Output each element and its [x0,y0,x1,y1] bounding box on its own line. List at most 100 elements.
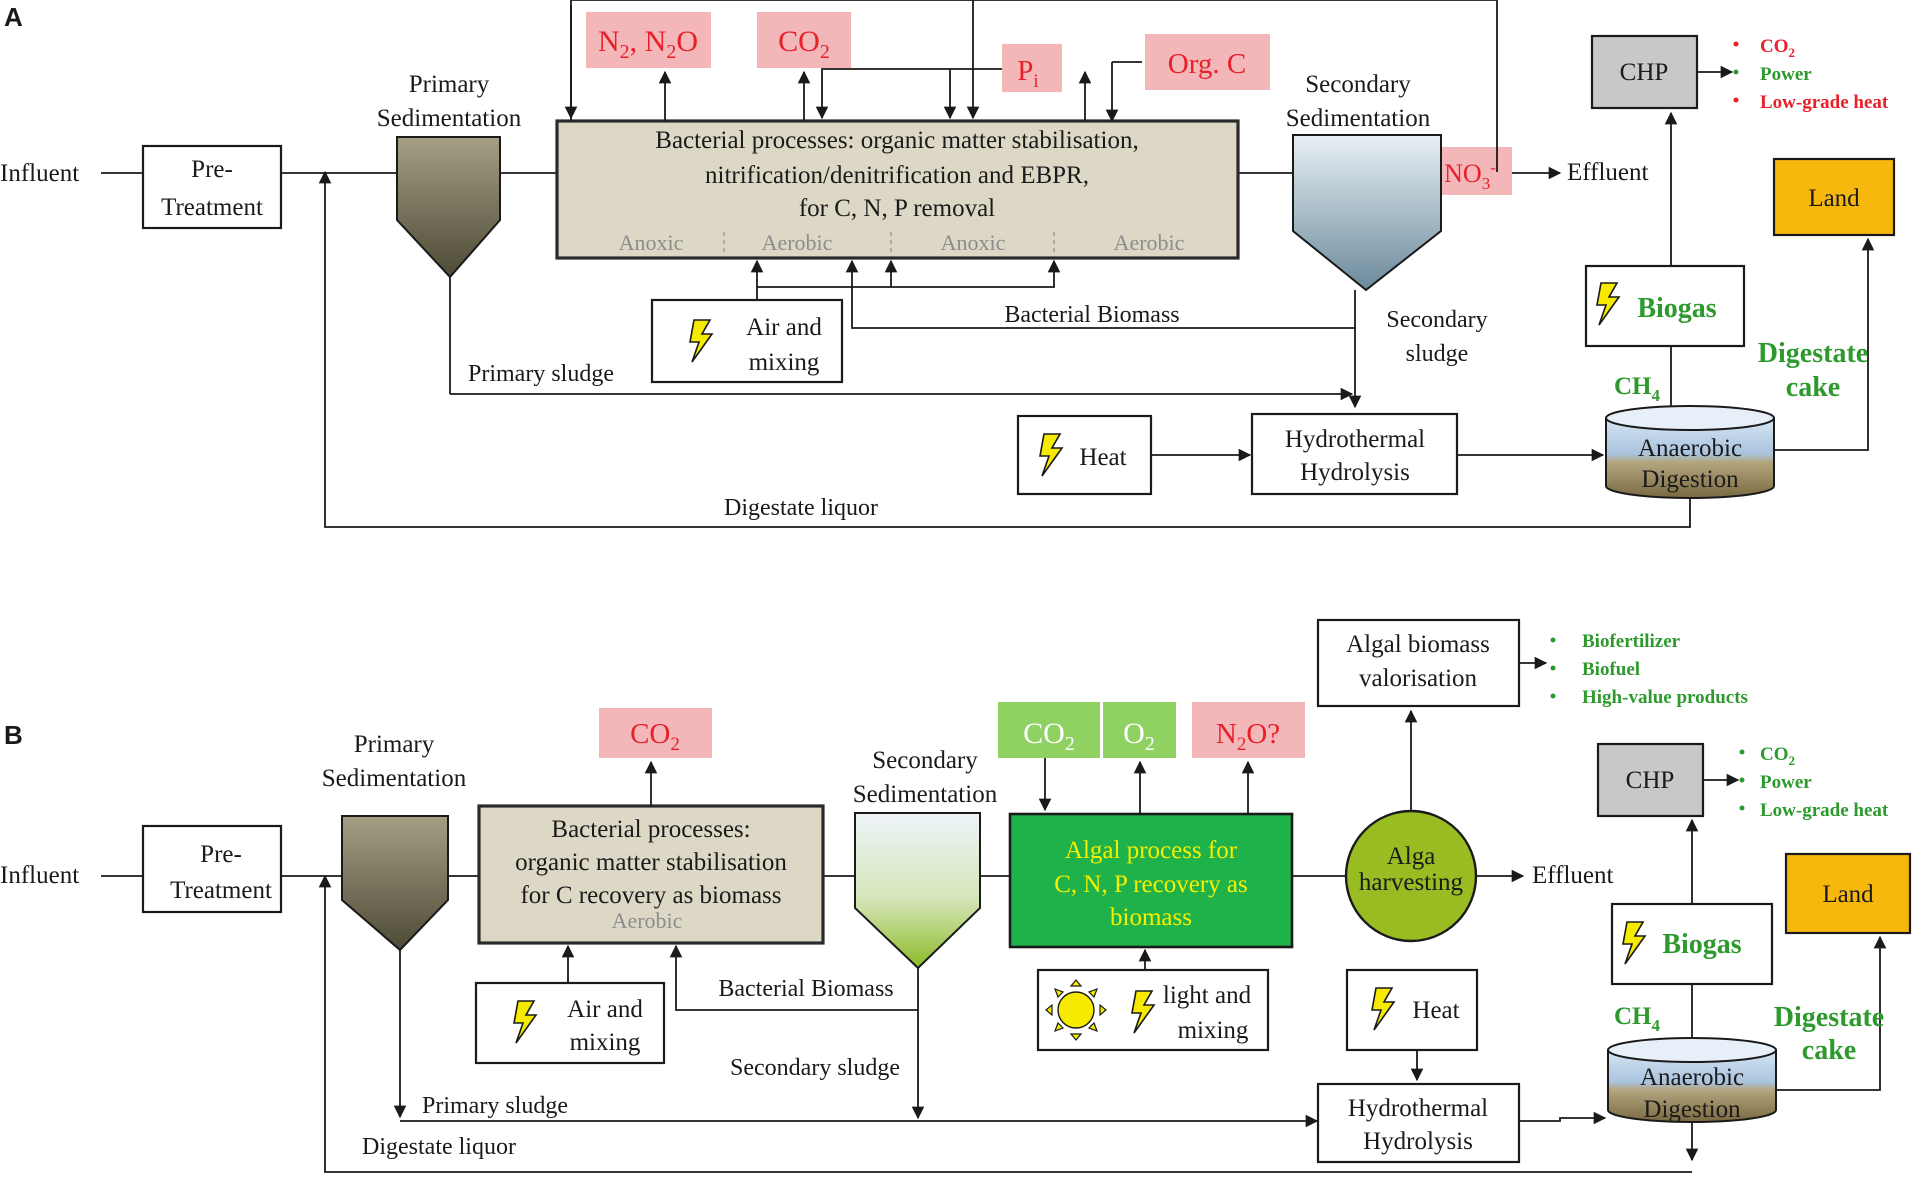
influent-label-a: Influent [0,160,79,187]
hydrothermal-box-b [1316,1082,1521,1164]
secondary-sed-line1-a: Secondary [1305,71,1411,98]
secondary-sed-line1-b: Secondary [872,747,978,774]
bact-line2-a: nitrification/denitrification and EBPR, [705,162,1089,189]
secondary-clarifier-b [854,812,981,970]
no3-box-a [1433,147,1512,195]
digestate-liquor-label-b: Digestate liquor [362,1134,516,1160]
digestate-cake-line2-b: cake [1802,1035,1856,1066]
air-mixing-box-b [474,981,666,1065]
bact-line3-b: for C recovery as biomass [520,882,781,909]
land-box-b [1784,852,1912,935]
chp-output-power-a: Power [1760,64,1812,85]
primary-sed-line2-b: Sedimentation [322,765,467,792]
secondary-sed-line2-b: Sedimentation [853,781,998,808]
pi-label-a: Pi [1017,55,1038,92]
pi-box-a [1002,44,1062,92]
panel-a-label: A [4,2,23,32]
hydro-line2-b: Hydrolysis [1363,1128,1473,1155]
ad-line2-b: Digestion [1643,1096,1741,1123]
digestate-cake-line1-b: Digestate [1774,1002,1884,1033]
hydro-line1-b: Hydrothermal [1348,1095,1488,1122]
light-mixing-line1: light and [1163,982,1252,1009]
digestate-liquor-label-a: Digestate liquor [724,495,878,521]
digester-tank-a [1605,417,1775,499]
zone-aerobic-1-a: Aerobic [762,230,833,255]
heat-label-b: Heat [1412,997,1459,1024]
primary-sludge-label-a: Primary sludge [468,361,614,387]
secondary-sed-line2-a: Sedimentation [1286,105,1431,132]
biogas-label-b: Biogas [1662,929,1741,960]
co2-green-box-b [998,702,1100,758]
panel-b-label: B [4,720,23,750]
pretreatment-box-a [141,144,283,230]
heat-box-b [1345,968,1479,1052]
primary-sed-line1-a: Primary [409,71,490,98]
chp-box-a [1590,34,1699,110]
secondary-sludge-line1-a: Secondary [1386,307,1487,333]
valor-output-biofertilizer: Biofertilizer [1582,631,1681,652]
pretreatment-line1-a: Pre- [191,156,233,183]
chp-box-b [1596,742,1705,818]
effluent-label-b: Effluent [1532,862,1614,889]
hydrothermal-box-a [1250,412,1459,496]
sun-icon [1045,979,1107,1041]
ch4-label-a: CH4 [1614,373,1661,405]
effluent-label-a: Effluent [1567,159,1649,186]
digester-tank-b [1607,1049,1777,1123]
no3-label-a: NO3- [1444,158,1496,193]
chp-label-b: CHP [1626,767,1675,794]
ch4-label-b: CH4 [1614,1003,1661,1035]
zone-anoxic-2-a: Anoxic [941,230,1006,255]
hydro-line2-a: Hydrolysis [1300,459,1410,486]
air-mixing-line2-b: mixing [570,1029,641,1056]
valorisation-box [1316,618,1521,708]
digestate-cake-line1-a: Digestate [1758,338,1868,369]
alga-harvest-line1: Alga [1387,843,1436,870]
secondary-sludge-line2-a: sludge [1406,341,1469,367]
ad-line2-a: Digestion [1641,466,1739,493]
air-mixing-line2-a: mixing [749,349,820,376]
bact-line1-a: Bacterial processes: organic matter stab… [655,127,1138,154]
co2-green-label-b: CO2 [1023,717,1075,755]
land-box-a [1772,157,1896,237]
n2o-label-b: N2O? [1216,718,1280,755]
primary-sed-line2-a: Sedimentation [377,105,522,132]
bact-line3-a: for C, N, P removal [799,195,995,222]
chp-output-heat-a: Low-grade heat [1760,92,1889,113]
o2-label-b: O2 [1123,717,1155,755]
chp-label-a: CHP [1620,59,1669,86]
bacterial-biomass-label-a: Bacterial Biomass [1004,302,1179,328]
o2-box-b [1103,702,1176,758]
n2o-box-b [1192,702,1305,758]
pretreatment-line2-a: Treatment [161,194,263,221]
co2-label-b: CO2 [630,718,680,755]
bact-line1-b: Bacterial processes: [551,816,750,843]
bacterial-process-box-a [555,119,1240,260]
hydro-line1-a: Hydrothermal [1285,426,1425,453]
land-label-a: Land [1808,185,1860,212]
alga-harvest-line2: harvesting [1359,869,1464,896]
primary-clarifier-b [341,815,449,952]
chp-output-power-b: Power [1760,772,1812,793]
zone-aerobic-b: Aerobic [612,908,683,933]
influent-label-b: Influent [0,862,79,889]
secondary-sludge-label-b: Secondary sludge [730,1055,900,1081]
n2-n2o-box-a [586,12,711,68]
bact-line2-b: organic matter stabilisation [515,849,787,876]
ad-line1-b: Anaerobic [1640,1064,1744,1091]
air-mixing-line1-a: Air and [746,314,822,341]
co2-box-b [599,708,712,758]
algal-process-box [1008,812,1294,949]
biogas-label-a: Biogas [1637,293,1716,324]
pretreatment-box-b [141,824,283,914]
valor-output-biofuel: Biofuel [1582,659,1640,680]
pretreatment-line2-b: Treatment [170,877,272,904]
heat-label-a: Heat [1079,444,1126,471]
primary-sed-line1-b: Primary [354,731,435,758]
zone-anoxic-1-a: Anoxic [619,230,684,255]
digestate-cake-line2-a: cake [1786,372,1840,403]
zone-aerobic-2-a: Aerobic [1114,230,1185,255]
n2-n2o-label-a: N2, N2O [598,25,698,63]
chp-output-heat-b: Low-grade heat [1760,800,1889,821]
